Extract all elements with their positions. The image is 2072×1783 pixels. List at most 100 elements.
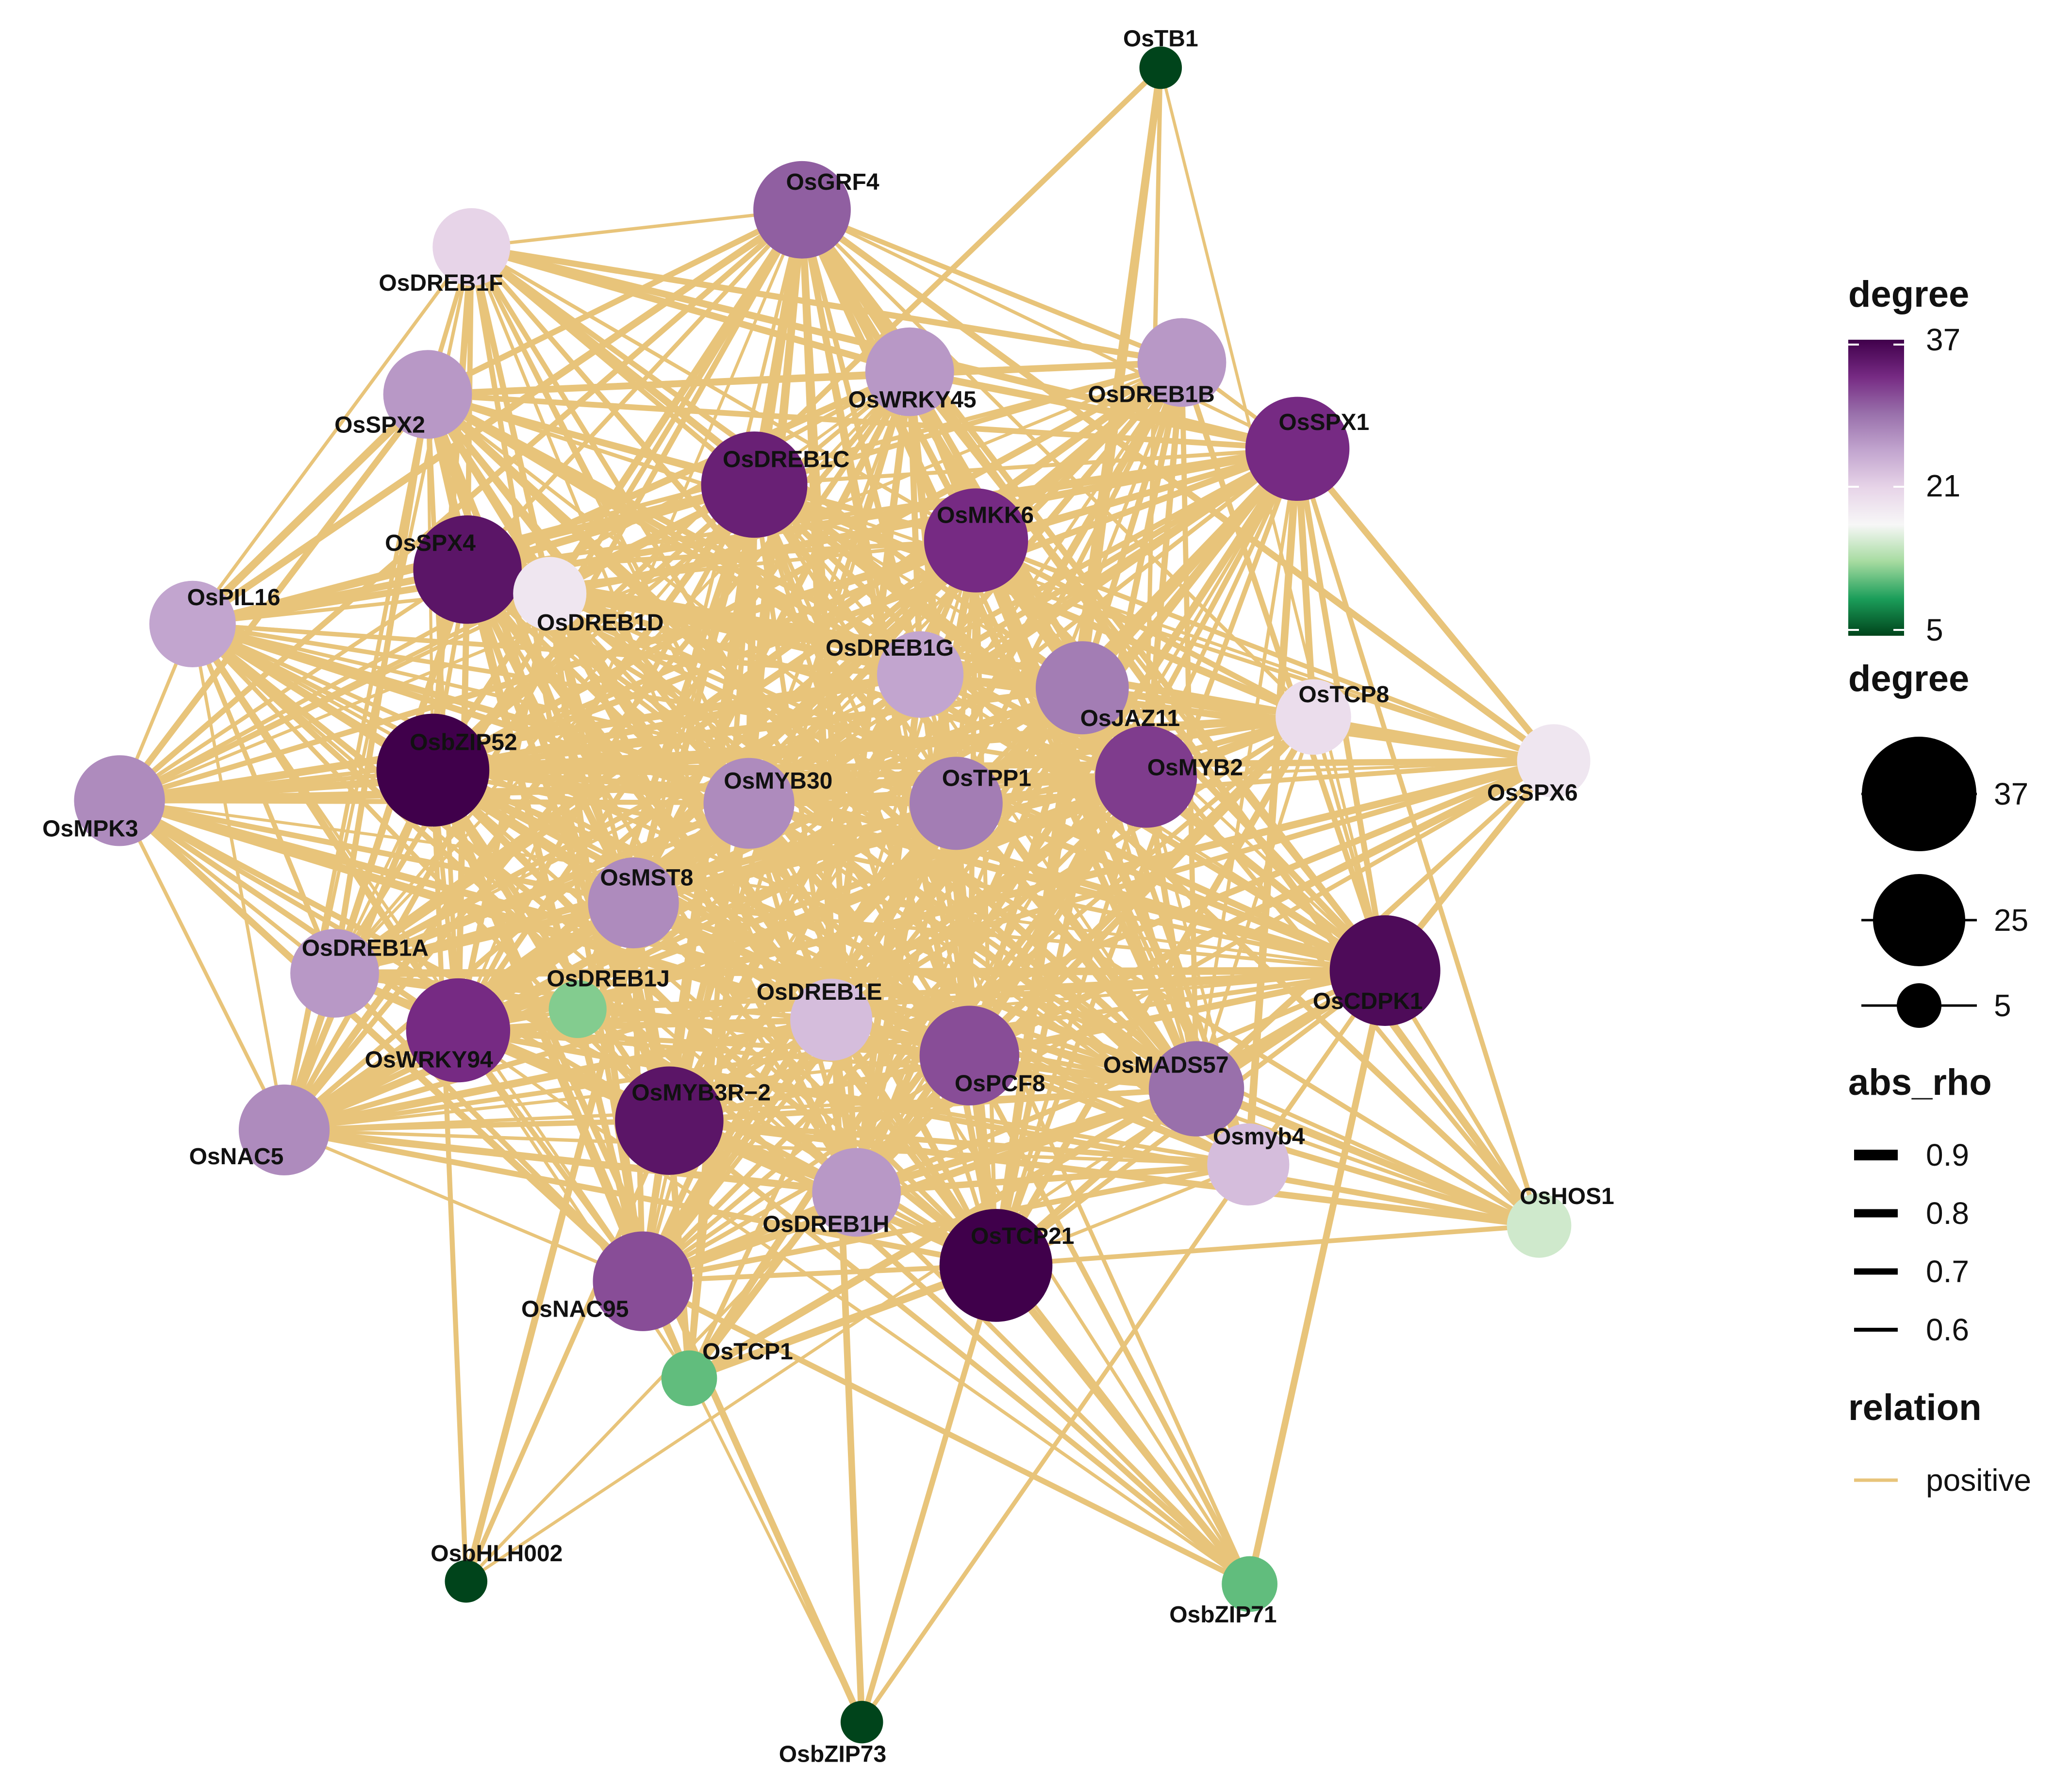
node-label: OsMPK3 [42, 816, 138, 842]
node-label: OsDREB1H [762, 1212, 889, 1238]
edge [280, 1016, 835, 1134]
edge [282, 1087, 1198, 1132]
node-osdreb1f [432, 208, 511, 286]
node-osmyb4 [1207, 1123, 1290, 1206]
edge [190, 621, 337, 976]
legend-relation-label: positive [1926, 1463, 2031, 1498]
edge [666, 1118, 1253, 1587]
edge [631, 901, 1541, 1228]
edge [575, 446, 1300, 1011]
edge [464, 1118, 672, 1584]
edge [189, 621, 1253, 1587]
node-label: OsDREB1A [302, 936, 429, 961]
edge [853, 713, 1317, 1196]
edge [469, 208, 804, 249]
edge [666, 369, 912, 1123]
edge [116, 671, 924, 805]
node-label: OsSPX6 [1487, 780, 1578, 806]
edge [426, 392, 978, 543]
edge [464, 1054, 971, 1583]
node-osmads57 [1148, 1041, 1244, 1137]
edge [424, 359, 1185, 398]
edge [468, 244, 646, 1284]
node-label: OsbZIP71 [1169, 1602, 1276, 1628]
legend-abs-rho-title: abs_rho [1848, 1062, 1992, 1103]
edge [800, 208, 1299, 451]
node-label: OsbZIP52 [410, 729, 517, 755]
edge [828, 685, 1085, 1023]
node-label: OsDREB1D [537, 610, 663, 636]
edge [282, 1128, 645, 1283]
legend-size-label: 37 [1994, 776, 2028, 811]
edge [281, 1126, 861, 1196]
edge [953, 360, 1185, 806]
edge [117, 799, 286, 1132]
node-label: OsMST8 [600, 865, 693, 891]
node-ospil16 [149, 580, 236, 667]
legend-color-tick-label: 21 [1926, 468, 1960, 503]
legend-abs-rho-label: 0.7 [1926, 1254, 1969, 1289]
edge [117, 538, 978, 803]
node-label: OsWRKY45 [848, 387, 977, 413]
node-label: OsMYB2 [1147, 755, 1243, 780]
node-osbhlh002 [445, 1560, 488, 1603]
legend-size-key-circle [1873, 874, 1965, 966]
node-label: OsSPX4 [385, 530, 476, 556]
node-osmyb2 [1095, 726, 1197, 828]
node-ospcf8 [919, 1006, 1019, 1106]
node-label: OsTCP8 [1298, 682, 1389, 708]
edge [994, 1223, 1542, 1268]
edge [332, 971, 646, 1284]
edge [546, 206, 806, 597]
edge [546, 590, 646, 1285]
edge [281, 800, 959, 1133]
edge [281, 758, 1557, 1133]
node-ostcp21 [939, 1209, 1053, 1322]
legend-size-label: 5 [1994, 988, 2011, 1023]
node-ostcp8 [1276, 679, 1351, 755]
legend-degree-size-title: degree [1848, 658, 1969, 699]
node-label: OsNAC95 [521, 1297, 629, 1322]
node-oscdpk1 [1329, 915, 1441, 1026]
edge [189, 620, 462, 1034]
node-label: OsWRKY94 [365, 1047, 493, 1073]
edge [853, 1161, 1252, 1196]
node-osdreb1e [790, 978, 873, 1061]
edge [798, 206, 865, 1726]
edge [966, 1052, 1252, 1168]
edge [1144, 66, 1163, 779]
edge [906, 368, 924, 678]
node-osdreb1b [1137, 318, 1227, 407]
edge [752, 446, 1300, 487]
edge [463, 481, 758, 1585]
edge [190, 622, 859, 1194]
node-osdreb1c [701, 431, 808, 538]
node-label: OsDREB1G [826, 635, 954, 661]
legend-abs-rho-label: 0.9 [1926, 1138, 1969, 1172]
node-ostpp1 [910, 757, 1003, 850]
node-label: OsMYB30 [724, 768, 832, 794]
node-osbzip52 [376, 713, 490, 827]
edge [1295, 446, 1542, 1228]
edge [917, 359, 1185, 678]
edge [640, 1017, 834, 1285]
node-osnac95 [593, 1231, 693, 1331]
node-osdreb1g [877, 631, 964, 718]
node-label: OsDREB1B [1088, 382, 1214, 408]
node-osbzip73 [840, 1700, 883, 1744]
node-label: OsDREB1J [547, 966, 669, 991]
edge [746, 713, 1317, 807]
edge [799, 207, 1184, 365]
node-osdreb1j [548, 980, 607, 1038]
edge [908, 370, 958, 805]
node-osdreb1h [812, 1148, 901, 1237]
node-osmyb30 [703, 758, 795, 849]
edge [546, 590, 861, 1196]
legend-size-label: 25 [1994, 903, 2028, 938]
node-oshos1 [1507, 1193, 1572, 1258]
node-osmkk6 [924, 488, 1028, 593]
edge [117, 361, 1184, 803]
edge [190, 360, 1184, 627]
edge [966, 1053, 1253, 1587]
